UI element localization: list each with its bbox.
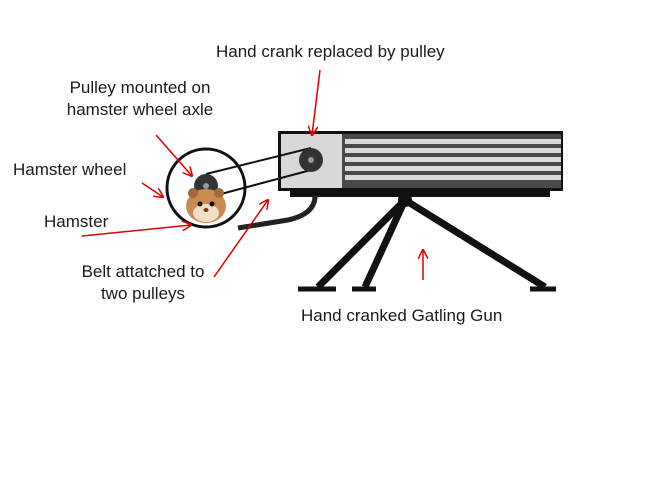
label-belt-line1: Belt attatched to [81,262,205,281]
label-pulley-axle-line1: Pulley mounted on [69,78,211,97]
gun-pulley [299,148,323,172]
annotation-arrows [81,69,423,280]
hose [237,195,318,231]
hamster [186,188,226,223]
label-hamster-wheel: Hamster wheel [13,160,127,179]
label-belt: Belt attatched to two pulleys [68,261,218,305]
label-hamster: Hamster [44,212,109,231]
label-pulley-axle: Pulley mounted on hamster wheel axle [42,77,238,121]
label-gatling-gun: Hand cranked Gatling Gun [301,306,503,325]
tripod [298,193,556,292]
label-belt-line2: two pulleys [100,284,186,303]
label-pulley-axle-line2: hamster wheel axle [66,100,214,119]
gatling-gun-body [278,131,563,197]
label-hand-crank: Hand crank replaced by pulley [216,42,445,61]
